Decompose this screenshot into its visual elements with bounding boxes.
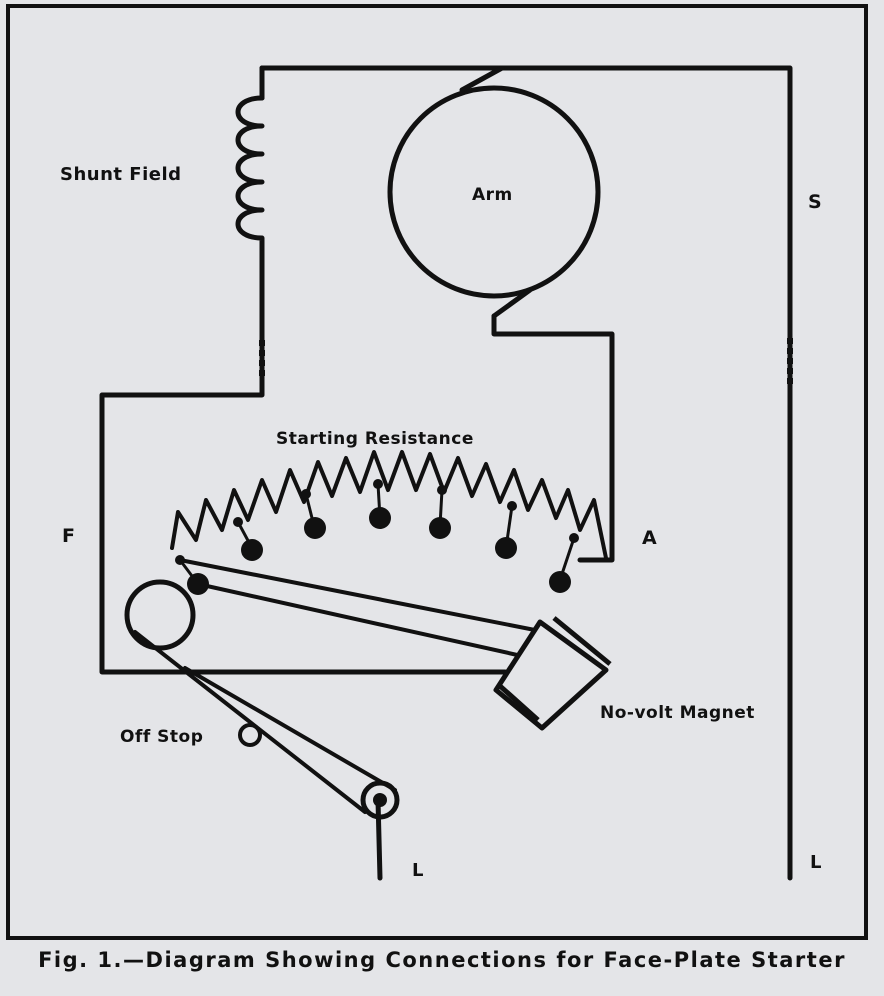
label-l-right: L bbox=[810, 852, 822, 873]
starter-handle bbox=[133, 630, 397, 814]
arm-brush-top bbox=[459, 65, 505, 93]
off-stop-circle bbox=[238, 723, 262, 747]
no-volt-magnet bbox=[493, 616, 612, 731]
armature-circle bbox=[387, 85, 601, 299]
handle-terminal bbox=[360, 780, 400, 820]
stud-3 bbox=[304, 517, 326, 539]
label-f: F bbox=[62, 525, 75, 547]
stud-1 bbox=[187, 573, 209, 595]
label-starting-resistance: Starting Resistance bbox=[276, 429, 474, 449]
wire-arm-to-a bbox=[491, 313, 615, 563]
resistance-taps bbox=[178, 482, 576, 586]
label-no-volt-magnet: No-volt Magnet bbox=[600, 703, 755, 723]
label-arm: Arm bbox=[472, 185, 513, 205]
starting-resistance-coil bbox=[170, 450, 608, 560]
wire-s-line bbox=[259, 65, 793, 881]
label-l-left: L bbox=[412, 860, 424, 881]
figure-border bbox=[6, 4, 868, 940]
handle-pivot bbox=[124, 579, 196, 651]
contact-studs bbox=[175, 479, 579, 595]
stud-5 bbox=[429, 517, 451, 539]
stud-2 bbox=[241, 539, 263, 561]
lever-wire bbox=[178, 558, 547, 662]
figure-caption: Fig. 1.—Diagram Showing Connections for … bbox=[38, 948, 846, 972]
wire-l-left bbox=[375, 797, 383, 881]
shunt-field-coil bbox=[235, 95, 265, 251]
label-a: A bbox=[642, 527, 657, 549]
label-off-stop: Off Stop bbox=[120, 727, 203, 747]
arm-brush-bottom bbox=[491, 287, 533, 319]
label-shunt-field: Shunt Field bbox=[60, 164, 182, 185]
label-s: S bbox=[808, 191, 822, 213]
stud-7 bbox=[549, 571, 571, 593]
stud-4 bbox=[369, 507, 391, 529]
stud-6 bbox=[495, 537, 517, 559]
